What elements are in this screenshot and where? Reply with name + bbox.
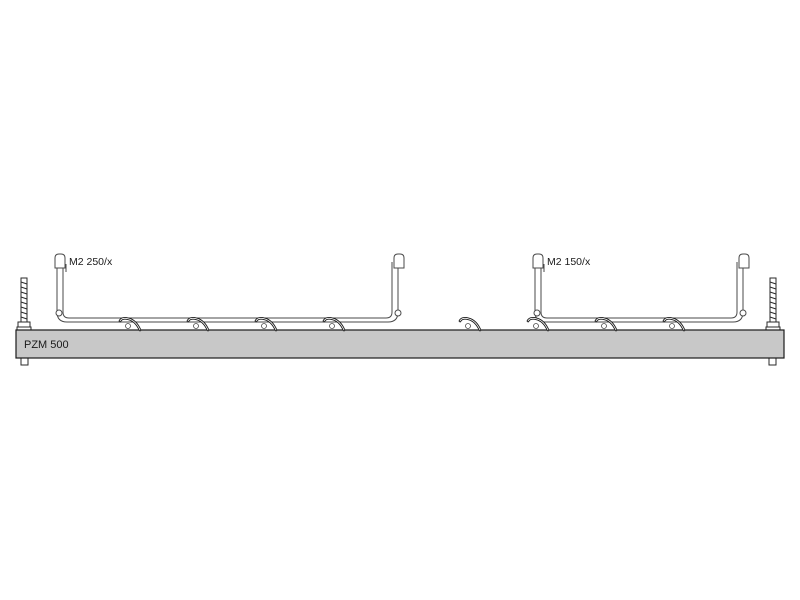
bracket-label-right: M2 150/x (547, 256, 591, 268)
threaded-rod-left (16, 277, 32, 366)
spring-clip (526, 317, 550, 332)
rail-body (15, 329, 785, 359)
bracket-label-left: M2 250/x (69, 256, 113, 268)
spring-clip (662, 317, 686, 332)
spring-clip (322, 317, 346, 332)
wire-bracket-right (532, 253, 750, 323)
clip-group (118, 317, 686, 332)
spring-clip (186, 317, 210, 332)
wire-bracket-left (54, 253, 405, 323)
spring-clip (458, 317, 482, 332)
spring-clip (594, 317, 618, 332)
spring-clip (254, 317, 278, 332)
rail-label: PZM 500 (24, 339, 69, 351)
spring-clip (118, 317, 142, 332)
